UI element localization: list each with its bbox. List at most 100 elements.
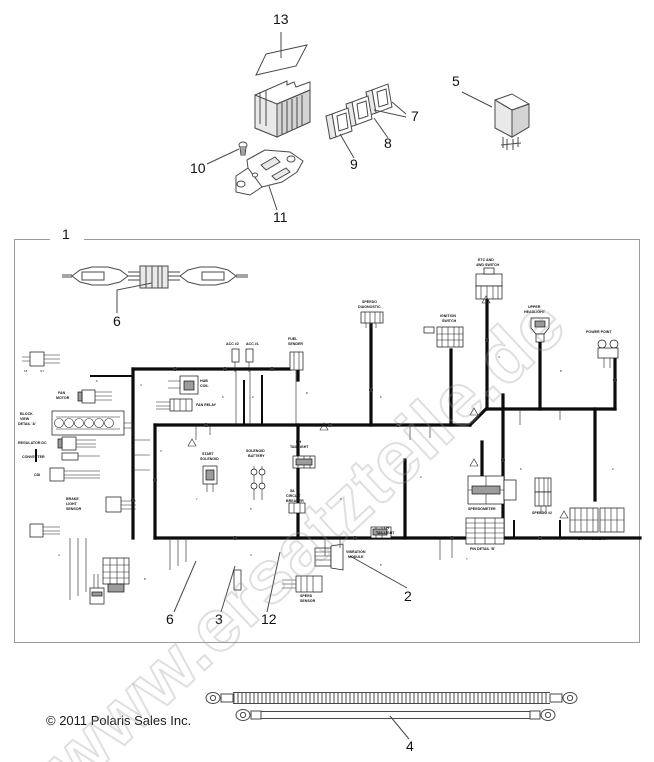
sym-resistor — [233, 569, 242, 591]
sym-power-point — [597, 339, 619, 368]
svg-text:5: 5 — [380, 563, 382, 567]
frame-label-gap — [50, 236, 84, 243]
svg-text:8: 8 — [560, 369, 562, 373]
svg-text:GY: GY — [40, 369, 44, 373]
svg-text:BREAKER: BREAKER — [286, 499, 304, 503]
sym-converter — [61, 452, 100, 461]
svg-text:5: 5 — [250, 507, 252, 511]
sym-fan-motor — [77, 389, 112, 404]
svg-text:8: 8 — [306, 391, 308, 395]
sym-ignition-switch — [423, 326, 464, 348]
svg-text:4: 4 — [140, 383, 142, 387]
svg-text:RH: RH — [296, 440, 302, 444]
callout-13: 13 — [273, 11, 289, 27]
callout-5: 5 — [452, 73, 460, 89]
svg-text:CDI: CDI — [34, 473, 40, 477]
sym-etc-4wd-switch — [475, 267, 503, 300]
svg-text:8: 8 — [144, 577, 146, 581]
sym-upper-headlight — [530, 317, 550, 343]
svg-text:6: 6 — [222, 395, 224, 399]
sym-speed-sensor — [282, 575, 323, 593]
sym-acc-fuses — [231, 348, 254, 372]
svg-text:7: 7 — [466, 557, 468, 561]
svg-text:BRAKE: BRAKE — [66, 497, 79, 501]
sym-top-left-connector — [22, 351, 60, 367]
svg-text:7: 7 — [196, 497, 198, 501]
sym-speedo-2 — [534, 477, 552, 514]
svg-text:18: 18 — [24, 369, 28, 373]
sym-solenoid-battery — [250, 466, 266, 500]
svg-text:SENSOR: SENSOR — [300, 599, 316, 603]
sym-lh-handlebar — [569, 507, 625, 533]
svg-text:4: 4 — [498, 355, 500, 359]
callout-10: 10 — [190, 160, 206, 176]
svg-text:PIN DETAIL 'B': PIN DETAIL 'B' — [470, 547, 495, 551]
harness-markers — [131, 338, 617, 540]
part-fuse-small — [325, 107, 353, 140]
part-fuse-large — [365, 83, 393, 116]
svg-text:CIRCUIT: CIRCUIT — [286, 494, 301, 498]
svg-text:BLOCK: BLOCK — [20, 412, 33, 416]
svg-text:2: 2 — [252, 395, 254, 399]
sym-lower-left-plug — [89, 574, 105, 605]
part-relay — [494, 93, 530, 150]
svg-text:FAN: FAN — [58, 391, 66, 395]
svg-text:TAILLIGHT: TAILLIGHT — [290, 445, 309, 449]
sym-lh-taillight — [370, 526, 392, 539]
frame-leader-left — [26, 238, 50, 240]
svg-text:6: 6 — [520, 467, 522, 471]
callout-3: 3 — [215, 611, 223, 627]
sym-circuit-breaker — [288, 502, 306, 514]
svg-text:SPEEDO: SPEEDO — [362, 300, 377, 304]
sym-vibration-module — [314, 543, 344, 571]
callout-6-lower: 6 — [166, 611, 174, 627]
part-battery-cable-positive — [205, 692, 578, 704]
callout-8: 8 — [384, 135, 392, 151]
callout-2: 2 — [404, 588, 412, 604]
svg-text:FAN RELAY: FAN RELAY — [196, 403, 217, 407]
svg-text:UPPER: UPPER — [528, 305, 541, 309]
sym-start-solenoid — [202, 465, 218, 492]
svg-text:LH HANDLEBAR: LH HANDLEBAR — [578, 537, 607, 541]
svg-text:DETAIL 'A': DETAIL 'A' — [18, 422, 36, 426]
part-fuse-block — [254, 80, 311, 138]
sym-lower-fuse-plug — [102, 557, 130, 593]
svg-text:6: 6 — [96, 379, 98, 383]
svg-text:MOTOR: MOTOR — [56, 396, 70, 400]
sym-cdi — [49, 467, 100, 482]
svg-text:REGULATOR DC: REGULATOR DC — [18, 441, 47, 445]
part-screw — [238, 141, 248, 156]
part-inline-fuse-holder — [62, 265, 248, 289]
svg-text:CONVERTER: CONVERTER — [22, 455, 45, 459]
part-battery-cable-negative — [235, 709, 556, 721]
svg-text:HUB: HUB — [200, 379, 208, 383]
part-fuse-box-cover — [255, 44, 308, 76]
svg-text:COIL: COIL — [200, 384, 209, 388]
svg-text:ACC #1: ACC #1 — [246, 342, 259, 346]
svg-text:ACC #2: ACC #2 — [226, 342, 239, 346]
svg-text:TAILLIGHT: TAILLIGHT — [376, 531, 395, 535]
svg-text:LIGHT: LIGHT — [66, 502, 78, 506]
svg-text:SENSOR: SENSOR — [66, 507, 82, 511]
svg-text:START: START — [202, 452, 215, 456]
callout-12: 12 — [261, 611, 277, 627]
svg-text:ETC AND: ETC AND — [478, 258, 494, 262]
svg-text:4WD SWITCH: 4WD SWITCH — [476, 263, 500, 267]
svg-text:SWITCH: SWITCH — [442, 319, 457, 323]
svg-text:SOLENOID: SOLENOID — [246, 449, 265, 453]
sym-brake-light-sensor — [105, 496, 136, 513]
harness-schematic-content: SPEEDO DIAGNOSTIC ETC AND 4WD SWITCH IGN… — [18, 258, 642, 605]
callout-11: 11 — [273, 209, 288, 225]
callout-1: 1 — [62, 226, 70, 242]
part-mounting-bracket — [235, 149, 304, 196]
copyright-notice: © 2011 Polaris Sales Inc. — [46, 713, 192, 728]
callout-7: 7 — [411, 108, 419, 124]
callout-leaders — [116, 32, 493, 740]
svg-text:HEADLIGHT: HEADLIGHT — [524, 310, 546, 314]
svg-text:3: 3 — [250, 553, 252, 557]
sym-block-view — [51, 410, 125, 436]
svg-text:5A: 5A — [290, 489, 295, 493]
svg-text:SOLENOID: SOLENOID — [200, 457, 219, 461]
